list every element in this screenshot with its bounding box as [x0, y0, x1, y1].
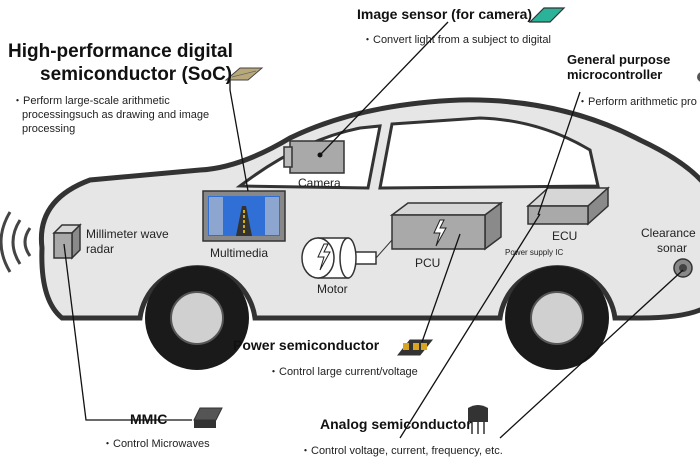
multimedia-display-icon: [202, 190, 286, 242]
camera-icon: [283, 140, 345, 174]
analog-ic-icon: [468, 405, 488, 434]
mcu-desc: ・Perform arithmetic pro: [577, 96, 697, 108]
radar-waves-icon: [0, 211, 32, 273]
front-wheel: [145, 266, 249, 370]
radar-label-line1: Millimeter wave: [86, 227, 169, 241]
mmic-title: MMIC: [130, 411, 168, 427]
rear-wheel: [505, 266, 609, 370]
soc-desc-line2: processingsuch as drawing and image: [22, 109, 210, 121]
radar-label-line2: radar: [86, 242, 115, 256]
pcu-label: PCU: [415, 256, 441, 270]
image-sensor-chip-icon: [528, 7, 566, 23]
camera-label: Camera: [298, 176, 341, 190]
soc-desc-line1: ・Perform large-scale arithmetic: [12, 95, 170, 107]
power-chip-icon: [396, 339, 434, 356]
motor-icon: [301, 237, 377, 279]
ecu-box-icon: [526, 186, 610, 226]
soc-title-line1: High-performance digital: [8, 41, 233, 62]
power-desc: ・Control large current/voltage: [268, 366, 418, 378]
sonar-label-line2: sonar: [657, 241, 688, 255]
image-sensor-title: Image sensor (for camera): [357, 6, 533, 22]
soc-chip-icon: [224, 67, 264, 81]
image-sensor-desc: ・Convert light from a subject to digital: [362, 34, 551, 46]
radar-box-icon: [52, 223, 82, 260]
soc-desc-line3: processing: [22, 123, 76, 135]
analog-title: Analog semiconductor: [320, 416, 472, 432]
mmic-desc: ・Control Microwaves: [102, 438, 210, 450]
soc-title-line2: semiconductor (SoC): [40, 64, 233, 85]
pcu-box-icon: [389, 201, 504, 251]
mmic-chip-icon: [193, 407, 223, 428]
sonar-label-line1: Clearance: [641, 226, 696, 240]
ecu-label: ECU: [552, 229, 578, 243]
sonar-sensor-icon: [673, 258, 693, 278]
mcu-title-line1: General purpose: [567, 52, 671, 67]
microcontroller-chip-icon: [697, 72, 700, 82]
connector-lines: [63, 21, 684, 439]
power-supply-ic-label: Power supply IC: [505, 248, 564, 257]
analog-desc: ・Control voltage, current, frequency, et…: [300, 445, 503, 457]
multimedia-label: Multimedia: [210, 246, 269, 260]
power-title: Power semiconductor: [233, 337, 380, 353]
mcu-title-line2: microcontroller: [567, 67, 663, 82]
motor-label: Motor: [317, 282, 348, 296]
